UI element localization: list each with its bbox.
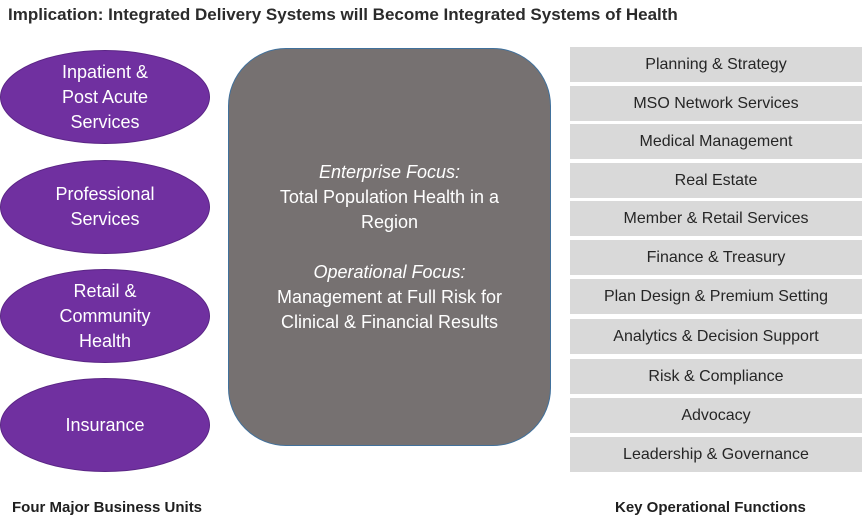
function-item: Plan Design & Premium Setting <box>570 279 862 314</box>
business-unit-insurance: Insurance <box>0 378 210 472</box>
business-unit-professional: Professional Services <box>0 160 210 254</box>
function-item: Advocacy <box>570 398 862 433</box>
function-item: Finance & Treasury <box>570 240 862 275</box>
enterprise-focus-text: Total Population Health in a Region <box>279 186 500 232</box>
operational-focus-label: Operational Focus: <box>313 261 466 282</box>
business-unit-retail: Retail & Community Health <box>0 269 210 363</box>
business-unit-label: Insurance <box>65 414 145 435</box>
operational-focus-text: Management at Full Risk for Clinical & F… <box>276 286 503 332</box>
function-item: Risk & Compliance <box>570 359 862 394</box>
business-units-caption: Four Major Business Units <box>12 499 203 516</box>
function-item: Planning & Strategy <box>570 47 862 82</box>
functions-caption: Key Operational Functions <box>615 499 806 516</box>
page-title: Implication: Integrated Delivery Systems… <box>8 5 678 24</box>
enterprise-focus-label: Enterprise Focus: <box>318 161 461 182</box>
business-unit-label: Professional Services <box>55 184 155 229</box>
function-item: Leadership & Governance <box>570 437 862 472</box>
function-item: Analytics & Decision Support <box>570 319 862 354</box>
focus-panel: Enterprise Focus: Total Population Healt… <box>228 48 551 446</box>
function-item: Member & Retail Services <box>570 201 862 236</box>
function-item: MSO Network Services <box>570 86 862 121</box>
business-unit-label: Retail & Community Health <box>59 280 151 351</box>
function-item: Real Estate <box>570 163 862 198</box>
function-item: Medical Management <box>570 124 862 159</box>
business-unit-label: Inpatient & Post Acute Services <box>61 61 149 132</box>
business-unit-inpatient: Inpatient & Post Acute Services <box>0 50 210 144</box>
